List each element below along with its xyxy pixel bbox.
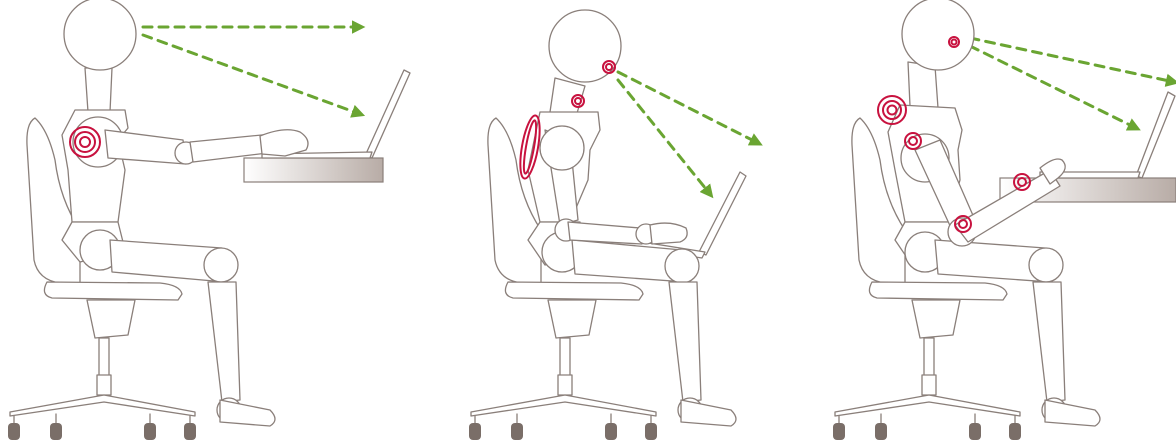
chair-post-sleeve xyxy=(922,375,936,395)
chair-seat xyxy=(44,282,182,300)
chair-base xyxy=(835,395,1020,416)
pain-marker-shoulder xyxy=(878,96,906,124)
chair-mechanism xyxy=(87,300,135,338)
chair-post-sleeve xyxy=(97,375,111,395)
chair-casters xyxy=(8,414,196,440)
chair-post xyxy=(560,338,570,378)
mannequin xyxy=(528,10,736,426)
desk xyxy=(244,158,383,182)
chair-post xyxy=(99,338,109,378)
chair-base xyxy=(471,395,656,416)
chair-seat xyxy=(505,282,643,300)
sight-lines xyxy=(143,27,360,114)
chair-post-sleeve xyxy=(558,375,572,395)
chair-post xyxy=(924,338,934,378)
figure-forward-leaning xyxy=(833,0,1176,440)
chair-mechanism xyxy=(912,300,960,338)
figure-upright xyxy=(8,0,410,440)
chair-casters xyxy=(469,414,657,440)
figure-slouched xyxy=(469,10,758,440)
chair-seat xyxy=(869,282,1007,300)
sight-lines xyxy=(618,72,758,194)
chair-casters xyxy=(833,414,1021,440)
chair-mechanism xyxy=(548,300,596,338)
sight-lines xyxy=(970,38,1174,128)
mannequin xyxy=(888,0,1100,426)
chair-base xyxy=(10,395,195,416)
